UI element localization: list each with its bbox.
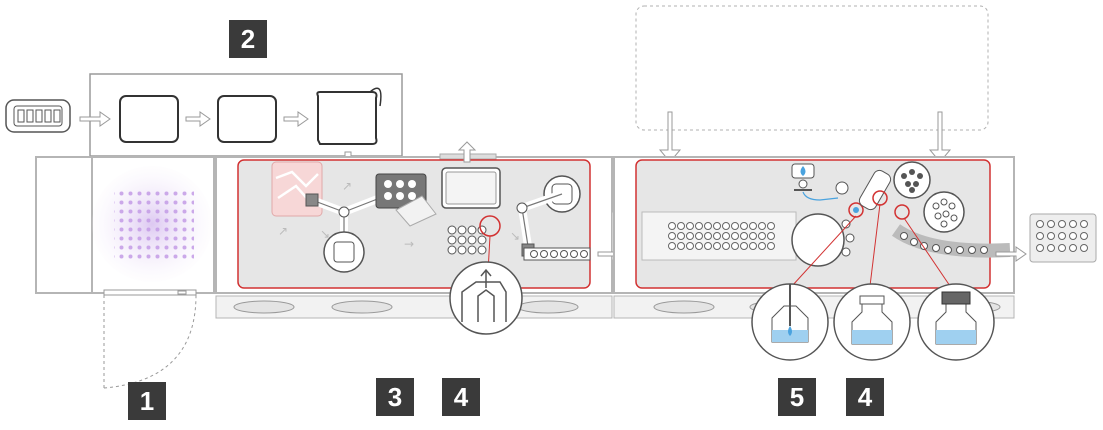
arrow-icon xyxy=(283,111,309,127)
svg-text:↗: ↗ xyxy=(342,179,352,193)
process-step-3-badge: 3 xyxy=(376,378,414,416)
barcode-tray-icon xyxy=(5,99,71,133)
arrow-icon: ↘ xyxy=(320,227,330,241)
arrow-icon xyxy=(185,111,211,127)
star-wheel-icon xyxy=(791,213,855,267)
uv-lamp-array-icon xyxy=(114,188,194,260)
process-step-2-badge: 2 xyxy=(229,20,267,58)
drop-icon xyxy=(791,163,815,191)
arrow-icon xyxy=(995,246,1027,262)
vial-outfeed-conveyor-icon xyxy=(891,224,1011,258)
process-step-4-right-badge: 4 xyxy=(846,378,884,416)
nest-tray-icon xyxy=(375,173,437,227)
open-bag-icon xyxy=(316,87,382,145)
stopper-bowl-icon xyxy=(858,161,931,211)
zoom-detail-capping-icon xyxy=(903,217,995,361)
door-icon xyxy=(103,289,197,389)
arrow-icon: ↗ xyxy=(342,179,352,193)
process-step-5-badge: 5 xyxy=(778,378,816,416)
up-arrow-icon xyxy=(457,141,477,163)
vial-nest-icon xyxy=(447,225,487,255)
svg-text:→: → xyxy=(404,237,414,251)
vial-tray-icon xyxy=(668,222,775,250)
vial-row-icon xyxy=(523,247,591,261)
overhead-unit-outline xyxy=(635,5,989,131)
fluid-line xyxy=(802,191,839,201)
robot-arm-icon xyxy=(516,175,581,257)
tub-debagging-icon xyxy=(271,161,323,217)
tub-lid-icon xyxy=(441,167,501,209)
arrow-icon: → xyxy=(404,237,414,251)
airlock-left-panel xyxy=(35,156,93,294)
robot-arm-icon xyxy=(305,191,389,273)
bag-icon xyxy=(119,95,179,143)
zoom-detail-stoppering-icon xyxy=(833,203,911,361)
down-arrow-left-icon xyxy=(658,111,682,163)
filling-needles-icon xyxy=(835,181,864,218)
output-vials-icon xyxy=(1036,220,1088,252)
arrow-icon: ↘ xyxy=(510,229,520,243)
cap-bowl-icon xyxy=(894,191,965,233)
svg-text:↘: ↘ xyxy=(510,229,520,243)
process-step-4-left-badge: 4 xyxy=(442,378,480,416)
bag-icon xyxy=(217,95,277,143)
svg-text:↘: ↘ xyxy=(320,227,330,241)
arrow-icon xyxy=(79,111,111,127)
process-step-1-badge: 1 xyxy=(128,382,166,420)
arrow-icon: ↗ xyxy=(278,224,288,238)
zoom-detail-rtp-icon xyxy=(449,261,523,335)
down-arrow-right-icon xyxy=(928,111,952,163)
svg-text:↗: ↗ xyxy=(278,224,288,238)
zoom-detail-filling-icon xyxy=(751,215,857,361)
